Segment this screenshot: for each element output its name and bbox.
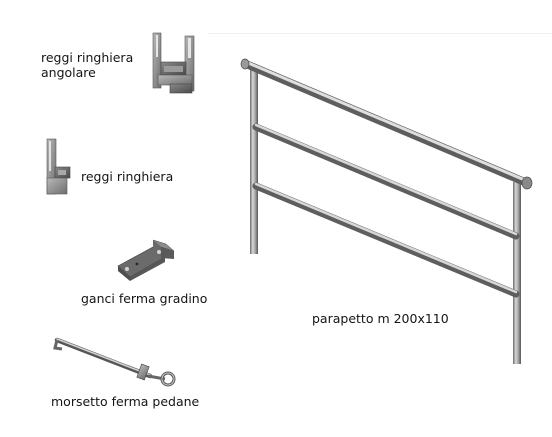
parapetto-image [240,58,533,364]
morsetto-ferma-pedane-image [53,337,176,387]
morsetto-ferma-pedane-label: morsetto ferma pedane [51,394,200,409]
reggi-ringhiera-label: reggi ringhiera [81,169,174,184]
ganci-ferma-gradino-label: ganci ferma gradino [81,291,208,306]
divider-line [208,33,552,34]
ganci-ferma-gradino-image [117,239,175,281]
label-line-1: reggi ringhiera [41,50,134,65]
reggi-ringhiera-angolare-label: reggi ringhiera angolare [41,50,151,80]
label-line-2: angolare [41,65,96,80]
parapetto-label: parapetto m 200x110 [312,311,449,326]
reggi-ringhiera-image [46,138,71,195]
reggi-ringhiera-angolare-image [152,32,195,94]
